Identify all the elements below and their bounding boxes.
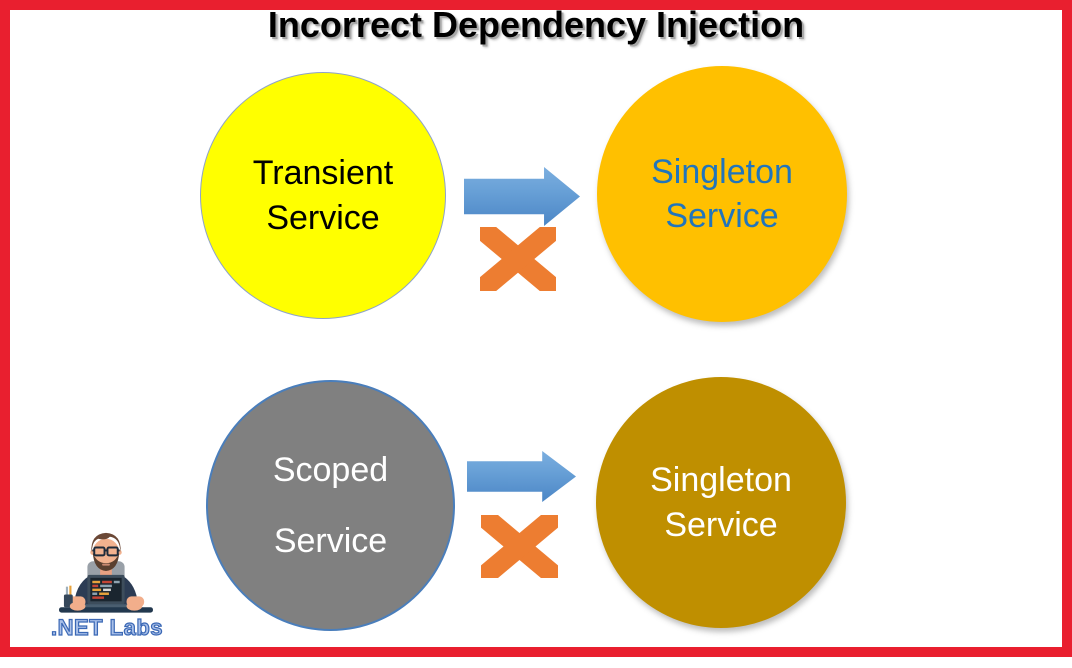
page-title: Incorrect Dependency Injection (267, 4, 805, 45)
blocked-x-icon (480, 227, 556, 291)
node-label-line: Service (665, 197, 779, 235)
developer-mascot-illustration (59, 532, 153, 613)
singleton-service-node-bottom: Singleton Service (596, 377, 846, 628)
node-label-line: Singleton (651, 152, 793, 191)
brand-watermark: .NET Labs (50, 614, 164, 640)
blocked-x-icon (481, 515, 558, 578)
node-label-line: Service (664, 505, 778, 544)
scoped-service-node: Scoped Service (206, 380, 455, 631)
transient-service-node: Transient Service (200, 72, 446, 319)
node-label-line: Scoped (272, 451, 389, 490)
node-label-line: Singleton (650, 461, 792, 500)
node-label-line: Service (273, 521, 388, 560)
right-arrow-icon (464, 167, 580, 226)
node-label-line: Service (266, 198, 380, 237)
right-arrow-icon (467, 451, 576, 502)
node-label-line: Transient (252, 154, 394, 193)
singleton-service-node-top: Singleton Service (597, 66, 847, 322)
